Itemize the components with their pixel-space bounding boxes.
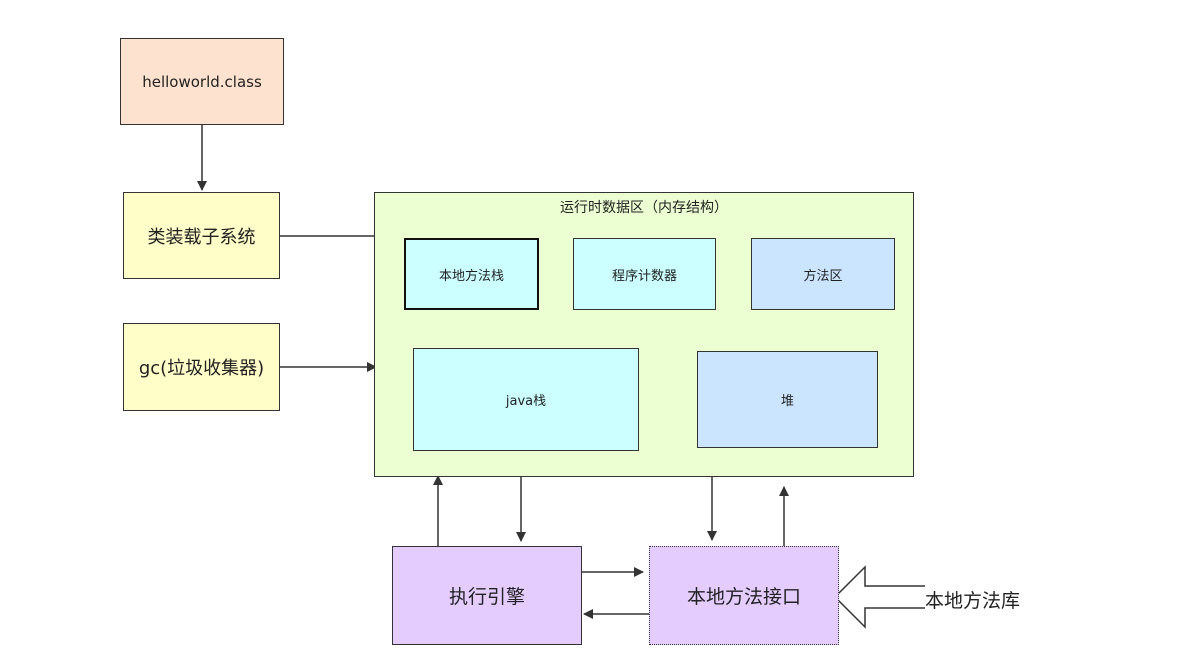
execution-engine-node: 执行引擎 [392,546,582,645]
java-stack-label: java栈 [505,394,547,409]
native-library-label: 本地方法库 [925,590,1021,612]
method-area-node: 方法区 [751,238,895,310]
runtime-data-area-title: 运行时数据区（内存结构） [560,200,728,216]
gc-label: gc(垃圾收集器) [138,358,265,379]
native-method-stack-node: 本地方法栈 [404,238,539,310]
gc-node: gc(垃圾收集器) [123,323,280,411]
class-file-node: helloworld.class [120,38,284,125]
heap-label: 堆 [780,394,794,409]
class-file-label: helloworld.class [142,72,262,91]
heap-node: 堆 [697,351,878,448]
program-counter-node: 程序计数器 [573,238,716,310]
class-loader-label: 类装载子系统 [147,226,256,248]
program-counter-label: 程序计数器 [611,268,677,284]
native-method-stack-label: 本地方法栈 [438,268,504,284]
method-area-label: 方法区 [803,268,843,284]
java-stack-node: java栈 [413,348,639,451]
execution-engine-label: 执行引擎 [448,586,525,608]
block-arrow-library-to-interface [833,565,925,629]
native-interface-node: 本地方法接口 [649,546,839,645]
native-interface-label: 本地方法接口 [686,586,801,608]
class-loader-node: 类装载子系统 [123,192,280,279]
